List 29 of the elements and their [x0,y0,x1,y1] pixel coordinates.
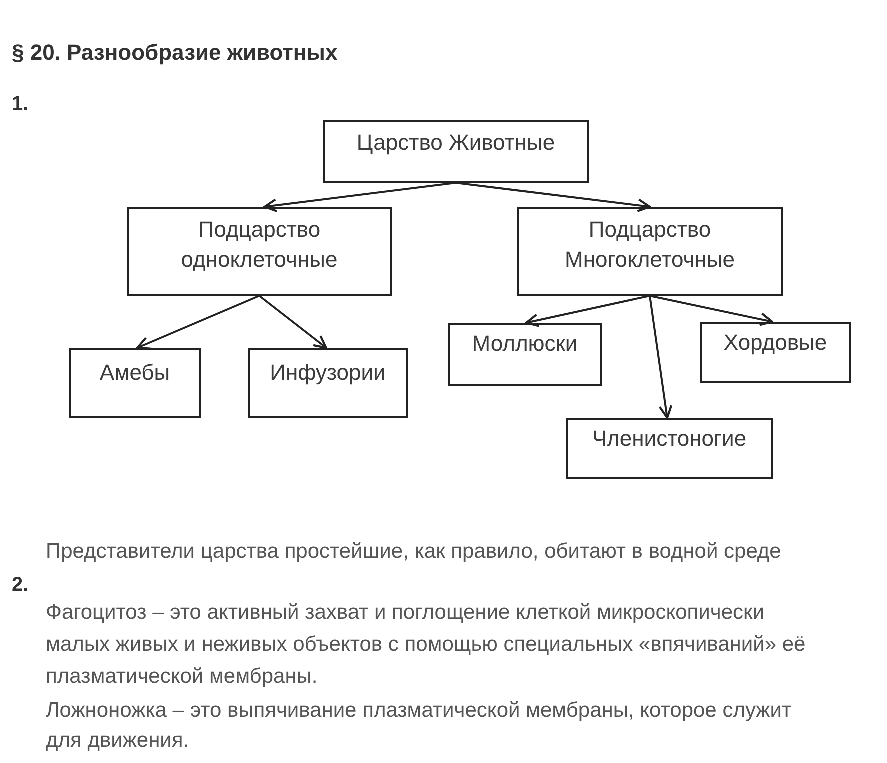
category-box [700,322,851,383]
category-box [248,348,408,418]
category-box [517,207,783,296]
node-label: Хордовые [722,329,828,357]
node-label: Инфузории [269,359,387,387]
category-box [323,120,589,183]
page-title: § 20. Разнообразие животных [12,40,338,66]
arrow [526,295,650,328]
arrow [650,295,774,326]
arrow [456,182,652,212]
arrow [264,182,456,212]
category-box [127,207,392,296]
node-label: Амебы [98,359,172,387]
node-label: Подцарство Многоклеточные [564,216,736,274]
category-box [566,418,773,479]
answer-text: Фагоцитоз – это активный захват и поглощение клеткой микроскопически малых живых и неживых объектов с помощью специальных «впячиваний» её плазматической мембраны. [46,600,807,690]
node-label: Членистоногие [591,425,748,453]
node-label: Царство Животные [356,129,556,157]
item-number: 2. [12,573,30,597]
arrow [649,296,673,420]
category-box [69,348,201,418]
category-box [448,323,602,386]
node-label: Моллюски [471,330,579,358]
node-label: Подцарство одноклеточные [180,216,339,274]
arrow [258,295,328,350]
answer-text: Представители царства простейшие, как правило, обитают в водной среде [46,540,782,564]
item-number: 1. [12,92,30,116]
arrow [136,295,260,350]
answer-text: Ложноножка – это выпячивание плазматической мембраны, которое служит для движения. [46,698,793,754]
